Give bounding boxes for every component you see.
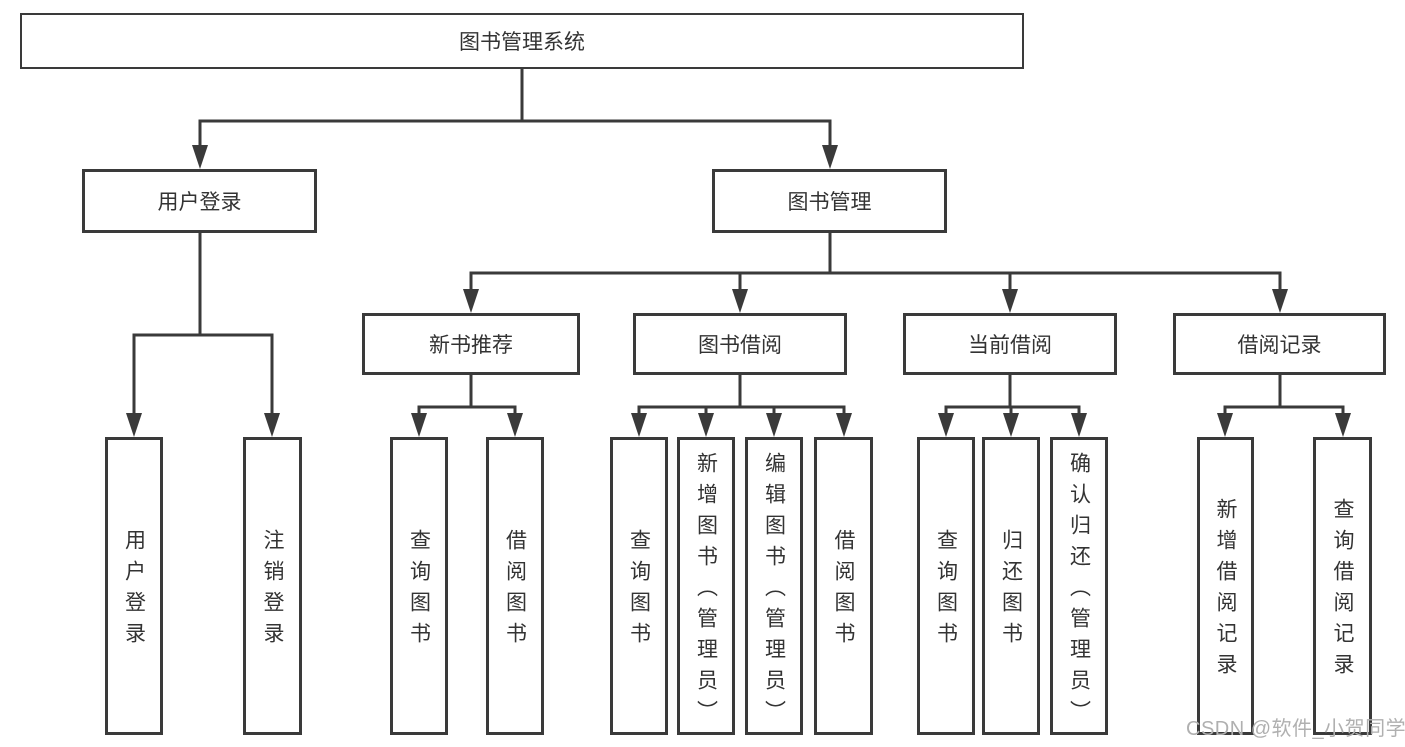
node-book-management: 图书管理 [712,169,947,233]
node-book-borrow-label: 图书借阅 [698,334,782,357]
node-logout-label: 注销登录 [261,529,284,653]
node-confirm-return-admin: 确认归还（管理员） [1050,437,1108,735]
node-book-borrow: 图书借阅 [633,313,847,375]
node-confirm-return-admin-label: 确认归还（管理员） [1067,451,1091,731]
node-query-borrow-record-label: 查询借阅记录 [1331,498,1354,684]
connector-borrow-records-to-children [1217,375,1351,437]
node-add-book-admin: 新增图书（管理员） [677,437,735,735]
node-logout: 注销登录 [243,437,302,735]
node-return-book-label: 归还图书 [999,529,1023,653]
node-edit-book-admin-label: 编辑图书（管理员） [762,451,786,731]
node-add-book-admin-label: 新增图书（管理员） [694,451,718,731]
node-query-borrow-record: 查询借阅记录 [1313,437,1372,735]
node-new-book-recommend: 新书推荐 [362,313,580,375]
node-query-books-current: 查询图书 [917,437,975,735]
node-query-books-borrow: 查询图书 [610,437,668,735]
node-current-borrow: 当前借阅 [903,313,1117,375]
connector-current-borrow-to-children [938,375,1087,437]
node-edit-book-admin: 编辑图书（管理员） [745,437,803,735]
node-query-books-recommend-label: 查询图书 [407,529,431,653]
node-borrow-books-recommend: 借阅图书 [486,437,544,735]
node-borrow-records-label: 借阅记录 [1237,334,1322,357]
node-user-login-label: 用户登录 [157,191,242,214]
node-library-system-label: 图书管理系统 [459,31,585,54]
node-query-books-recommend: 查询图书 [390,437,448,735]
node-add-borrow-record: 新增借阅记录 [1197,437,1254,735]
node-add-borrow-record-label: 新增借阅记录 [1214,498,1237,684]
node-borrow-books-leaf-label: 借阅图书 [832,529,855,653]
node-user-login: 用户登录 [82,169,317,233]
node-query-books-current-label: 查询图书 [934,529,958,653]
node-book-management-label: 图书管理 [787,191,872,214]
node-library-system: 图书管理系统 [20,13,1024,69]
csdn-watermark: CSDN @软件_小贺同学 [1186,718,1405,740]
node-borrow-books-leaf: 借阅图书 [814,437,873,735]
node-borrow-books-recommend-label: 借阅图书 [503,529,527,653]
node-user-login-leaf-label: 用户登录 [122,529,146,653]
connector-new-book-to-children [411,375,523,437]
node-user-login-leaf: 用户登录 [105,437,163,735]
connector-book-management-to-level3 [463,233,1288,313]
connector-root-to-level2 [192,69,838,169]
node-current-borrow-label: 当前借阅 [968,334,1052,357]
connector-book-borrow-to-children [631,375,852,437]
connector-user-login-to-children [126,233,280,437]
node-query-books-borrow-label: 查询图书 [627,529,651,653]
node-new-book-recommend-label: 新书推荐 [429,334,513,357]
node-return-book: 归还图书 [982,437,1040,735]
node-borrow-records: 借阅记录 [1173,313,1386,375]
